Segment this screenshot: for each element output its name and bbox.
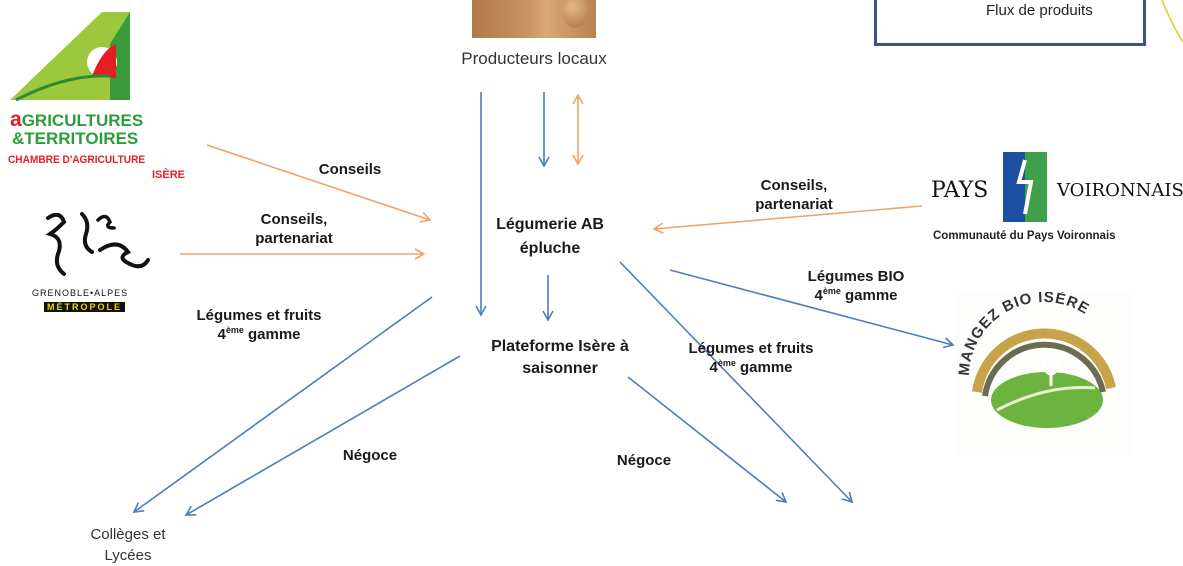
- node-colleges: Collèges et Lycées: [68, 524, 188, 566]
- arrow-pays-legumerie: [652, 205, 923, 234]
- grenoble-line1: GRENOBLE•ALPES: [32, 288, 129, 298]
- label-legfruits-right-rest: gamme: [735, 359, 793, 376]
- arrow-plateforme-down-right: [627, 376, 788, 504]
- label-legfruits-left-line2: 4ème gamme: [176, 325, 342, 344]
- arrow-legumerie-bio: [669, 269, 955, 349]
- label-conseils-pays-line1: Conseils,: [760, 177, 828, 194]
- node-legumerie-line2: épluche: [519, 240, 581, 257]
- pays-word2: VOIRONNAIS: [1057, 180, 1183, 201]
- label-legumes-bio-num: 4: [814, 287, 823, 304]
- label-legumes-bio-sup: ème: [822, 286, 841, 296]
- agri-line1-text: GRICULTURES: [21, 111, 144, 130]
- node-colleges-line2: Lycées: [104, 547, 152, 564]
- label-conseils-agri: Conseils: [318, 161, 382, 178]
- label-legfruits-left: Légumes et fruits 4ème gamme: [176, 306, 342, 344]
- label-conseils-metro-line1: Conseils,: [260, 211, 328, 228]
- label-legumes-bio-line2: 4ème gamme: [786, 286, 926, 305]
- label-legfruits-left-sup: ème: [225, 325, 244, 335]
- node-plateforme-line1: Plateforme Isère à: [491, 338, 629, 355]
- pays-subtitle: Communauté du Pays Voironnais: [933, 230, 1116, 242]
- agri-line1: aGRICULTURES: [10, 108, 143, 132]
- arrow-plateforme-colleges: [184, 355, 461, 516]
- node-plateforme-line2: saisonner: [522, 360, 598, 377]
- label-legfruits-left-rest: gamme: [243, 326, 301, 343]
- label-legumes-bio: Légumes BIO 4ème gamme: [786, 267, 926, 305]
- arrow-legumerie-colleges: [132, 296, 433, 513]
- agri-line2: &TERRITOIRES: [12, 129, 139, 148]
- node-legumerie: Légumerie AB épluche: [470, 213, 630, 261]
- node-plateforme: Plateforme Isère à saisonner: [464, 336, 656, 380]
- label-conseils-metro-line2: partenariat: [255, 230, 333, 247]
- label-legfruits-right-line1: Légumes et fruits: [688, 340, 814, 357]
- label-legfruits-right-num: 4: [709, 359, 718, 376]
- legend-label: Flux de produits: [986, 2, 1093, 19]
- pays-voironnais-logo: PAYS VOIRONNAIS Communauté du Pays Voiro…: [925, 150, 1183, 262]
- agri-line1-a: a: [10, 108, 22, 131]
- agri-line3: CHAMBRE D'AGRICULTURE: [8, 154, 146, 166]
- label-legfruits-left-num: 4: [217, 326, 226, 343]
- node-legumerie-line1: Légumerie AB: [496, 216, 604, 233]
- grenoble-metropole-logo: GRENOBLE•ALPES MÉTROPOLE: [30, 204, 158, 314]
- label-negoce-right: Négoce: [616, 452, 672, 469]
- agri-line4: ISÈRE: [152, 169, 186, 181]
- grenoble-swirl-icon: [45, 212, 150, 276]
- label-legfruits-right-line2: 4ème gamme: [668, 358, 834, 377]
- node-colleges-line1: Collèges et: [90, 526, 166, 543]
- label-legumes-bio-line1: Légumes BIO: [807, 268, 905, 285]
- pays-word1: PAYS: [931, 178, 989, 203]
- legend-box: [874, 0, 1146, 46]
- label-legfruits-right-sup: ème: [717, 358, 736, 368]
- decorative-arc: [1161, 0, 1183, 43]
- label-legfruits-right: Légumes et fruits 4ème gamme: [668, 339, 834, 377]
- bio-leaf-icon: MANGEZ BIO ISÈRE: [956, 289, 1116, 428]
- arrow-legumerie-down-right: [619, 261, 854, 504]
- label-legfruits-left-line1: Légumes et fruits: [196, 307, 322, 324]
- pays-emblem-icon: [1003, 152, 1047, 222]
- agri-a-icon: [10, 12, 130, 102]
- arrow-agri-legumerie: [206, 144, 432, 223]
- producteurs-photo: [472, 0, 596, 38]
- mangez-bio-isere-logo: MANGEZ BIO ISÈRE: [955, 289, 1133, 454]
- label-legumes-bio-rest: gamme: [840, 287, 898, 304]
- node-producteurs: Producteurs locaux: [461, 49, 607, 68]
- label-negoce-left: Négoce: [342, 447, 398, 464]
- agri-territoires-logo: aGRICULTURES &TERRITOIRES CHAMBRE D'AGRI…: [6, 4, 186, 190]
- grenoble-line2: MÉTROPOLE: [44, 302, 126, 312]
- label-conseils-pays-line2: partenariat: [755, 196, 833, 213]
- label-conseils-pays: Conseils, partenariat: [730, 176, 858, 214]
- label-conseils-metro: Conseils, partenariat: [230, 210, 358, 248]
